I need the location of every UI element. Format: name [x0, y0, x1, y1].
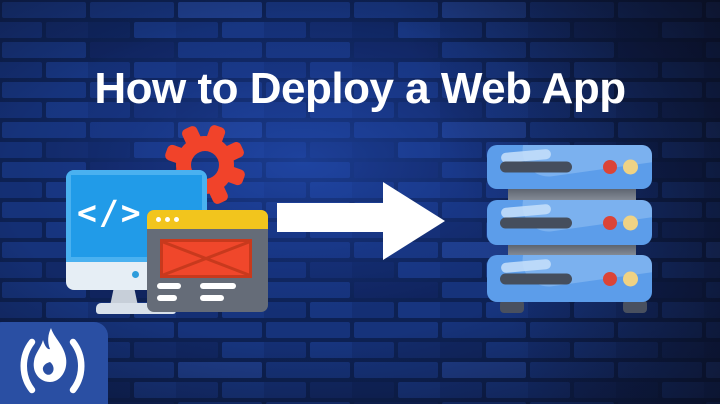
- window-dot-icon: [174, 217, 179, 222]
- browser-window-icon: [147, 210, 268, 312]
- monitor-stand-base: [96, 303, 176, 314]
- text-line-pill: [200, 295, 224, 301]
- server-stack-icon: [480, 140, 660, 320]
- yellow-led-icon: [623, 159, 638, 175]
- drive-slot: [500, 273, 572, 284]
- red-led-icon: [603, 271, 617, 286]
- freecodecamp-logo: [0, 322, 108, 404]
- text-line-pill: [157, 283, 181, 289]
- red-led-icon: [603, 160, 617, 174]
- yellow-led-icon: [623, 215, 638, 230]
- drive-slot: [500, 217, 572, 228]
- camera-dot-icon: [132, 271, 139, 278]
- server-unit: [487, 145, 652, 189]
- text-line-pill: [157, 295, 177, 301]
- flame-in-parentheses-icon: [20, 328, 85, 394]
- server-unit: [487, 200, 652, 245]
- server-unit: [487, 255, 652, 302]
- server-connector: [508, 241, 636, 257]
- page-title: How to Deploy a Web App: [94, 64, 626, 113]
- code-icon: </>: [77, 193, 143, 232]
- arrow-right-icon: [277, 182, 445, 260]
- red-led-icon: [603, 215, 617, 230]
- window-dot-icon: [156, 217, 161, 222]
- server-foot: [623, 300, 647, 313]
- server-foot: [500, 300, 524, 313]
- yellow-led-icon: [623, 271, 638, 286]
- image-placeholder-icon: [160, 239, 252, 278]
- browser-titlebar: [147, 210, 268, 229]
- text-line-pill: [200, 283, 236, 289]
- monitor-stand-neck: [110, 290, 138, 306]
- window-dot-icon: [165, 217, 170, 222]
- drive-slot: [500, 161, 572, 173]
